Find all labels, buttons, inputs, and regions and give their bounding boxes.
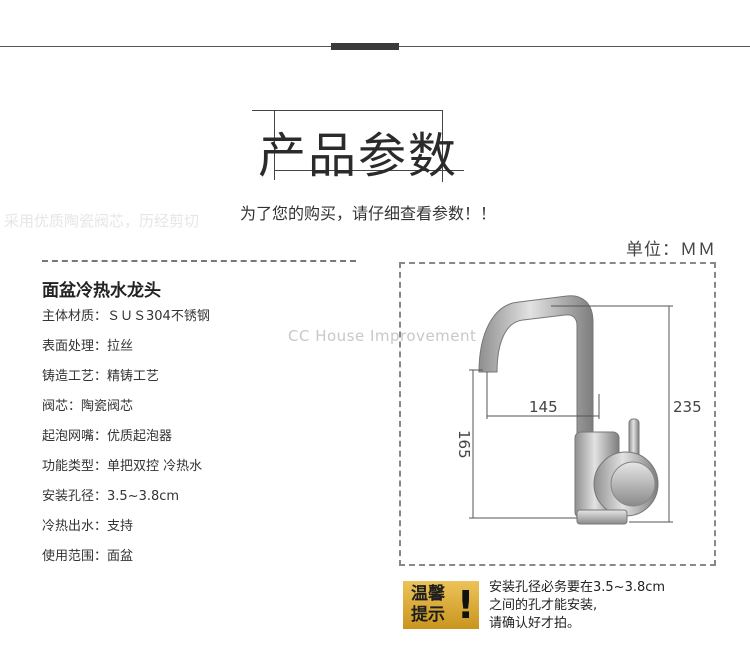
top-accent-bar [331, 43, 399, 50]
faucet-drawing: 145 235 165 [455, 295, 702, 525]
spec-row: 铸造工艺：精铸工艺 [42, 369, 160, 384]
exclamation-icon: ! [457, 583, 475, 627]
spec-row: 主体材质：ＳＵＳ304不锈钢 [42, 309, 210, 324]
tip-label: 温馨 提示 [411, 584, 445, 625]
spec-row: 冷热出水：支持 [42, 519, 134, 534]
spec-row: 安装孔径：3.5~3.8cm [42, 489, 180, 504]
dimension-height: 235 [673, 398, 702, 416]
watermark: CC House Improvement [288, 327, 477, 345]
background-ghost-text: 采用优质陶瓷阀芯，历经剪切 [4, 212, 200, 230]
faucet-base [576, 509, 628, 525]
tip-text: 安装孔径必务要在3.5~3.8cm 之间的孔才能安装, 请确认好才拍。 [489, 580, 666, 631]
unit-label: 单位：ＭＭ [626, 240, 716, 260]
spec-row: 使用范围：面盆 [42, 549, 134, 564]
page-title: 产品参数 [257, 128, 458, 184]
spec-list: 主体材质：ＳＵＳ304不锈钢 表面处理：拉丝 铸造工艺：精铸工艺 阀芯：陶瓷阀芯… [42, 307, 210, 577]
dimension-width: 145 [529, 398, 558, 416]
product-name: 面盆冷热水龙头 [42, 281, 161, 301]
dimension-diagram: 145 235 165 [399, 262, 716, 566]
spec-row: 表面处理：拉丝 [42, 339, 134, 354]
dimension-spout-height: 165 [455, 430, 473, 459]
spec-row: 功能类型：单把双控 冷热水 [42, 459, 203, 474]
tip-badge: 温馨 提示 ! [403, 581, 479, 629]
title-frame: 产品参数 [252, 110, 464, 184]
page-subtitle: 为了您的购买，请仔细查看参数！！ [239, 204, 496, 223]
spec-row: 起泡网嘴：优质起泡器 [42, 429, 173, 444]
section-divider [42, 260, 356, 262]
spec-row: 阀芯：陶瓷阀芯 [42, 399, 134, 414]
